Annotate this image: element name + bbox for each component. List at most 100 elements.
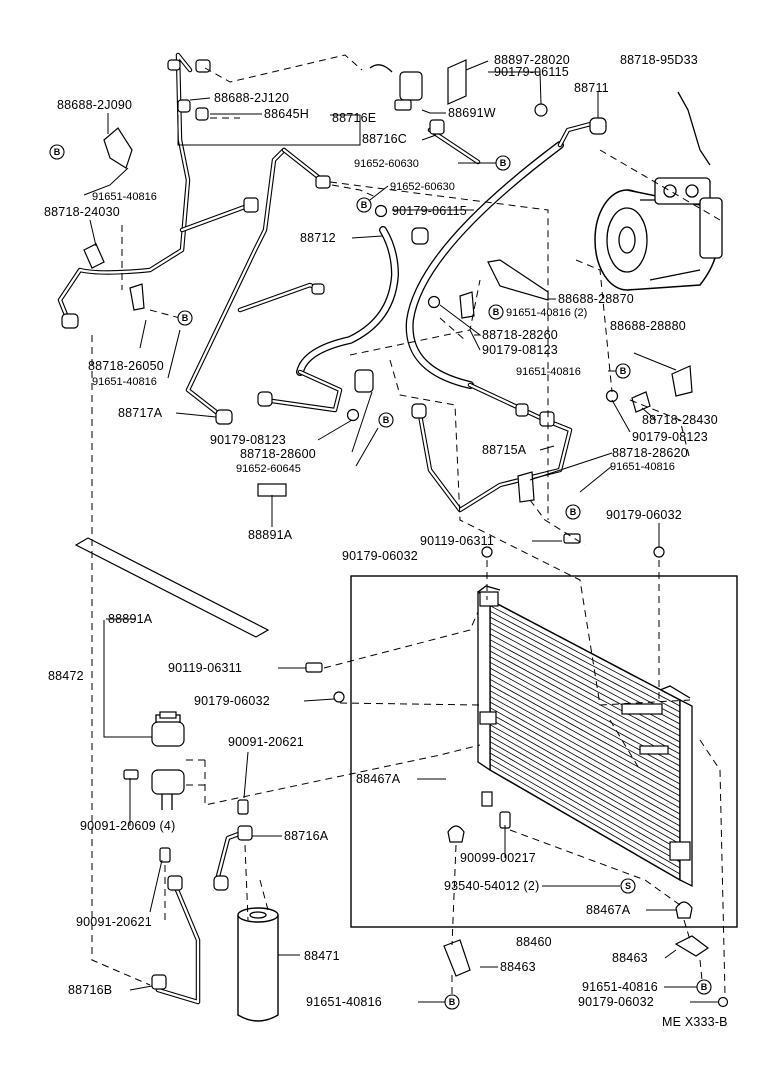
label-88891A-a: 88891A <box>248 528 293 542</box>
label-90119-06311-a: 90119-06311 <box>420 534 494 548</box>
condenser-fin <box>489 712 681 821</box>
label-88467A-a: 88467A <box>356 772 401 786</box>
label-90179-06032-c: 90179-06032 <box>194 694 270 708</box>
condenser-fin <box>489 616 681 719</box>
label-91651-40816: 91651-40816 <box>92 191 157 203</box>
label-88718-24030: 88718-24030 <box>44 205 120 219</box>
label-88718-28260: 88718-28260 <box>482 328 558 342</box>
label-91651-40816-c: 91651-40816 <box>516 366 581 378</box>
svg-text:B: B <box>701 982 708 992</box>
label-90179-08123-b: 90179-08123 <box>632 430 708 444</box>
bolt-marker: B <box>356 197 372 213</box>
svg-text:B: B <box>449 997 456 1007</box>
label-90179-06032-a: 90179-06032 <box>342 549 418 563</box>
svg-text:S: S <box>625 881 631 891</box>
label-88718-95D33: 88718-95D33 <box>620 53 698 67</box>
label-88463-b: 88463 <box>612 951 648 965</box>
label-88891A-b: 88891A <box>108 612 153 626</box>
condenser-fin <box>489 684 681 791</box>
label-88712: 88712 <box>300 231 336 245</box>
condenser-fin <box>489 667 681 773</box>
receiver-bracket <box>151 711 185 810</box>
condenser-fin <box>489 735 681 845</box>
label-88472: 88472 <box>48 669 84 683</box>
condenser-fin <box>489 746 681 857</box>
label-91652-60630-a: 91652-60630 <box>354 158 419 170</box>
label-90179-06032-b: 90179-06032 <box>606 508 682 522</box>
label-88691W: 88691W <box>448 106 496 120</box>
label-88688-2J120: 88688-2J120 <box>214 91 289 105</box>
label-91651-40816-2: 91651-40816 (2) <box>506 307 587 319</box>
condenser-fin <box>489 650 681 755</box>
bolt-marker: B <box>378 412 394 428</box>
condenser-fin <box>489 639 681 743</box>
compressor <box>594 177 723 291</box>
svg-text:B: B <box>570 507 577 517</box>
label-88716A: 88716A <box>284 829 329 843</box>
svg-text:B: B <box>182 313 189 323</box>
part-labels: 88688-2J090 91651-40816 88718-24030 8868… <box>44 53 728 1029</box>
condenser-assembly-frame <box>350 575 738 928</box>
label-90179-06032-d: 90179-06032 <box>578 995 654 1009</box>
seal-strip-88891A-large <box>74 537 270 638</box>
condenser-fin <box>489 741 681 851</box>
label-93540-54012-2: 93540-54012 (2) <box>444 879 539 893</box>
hoses <box>296 141 564 389</box>
label-90179-08123-c: 90179-08123 <box>210 433 286 447</box>
bolt-marker: B <box>565 504 581 520</box>
label-90091-20621-b: 90091-20621 <box>76 915 152 929</box>
label-88688-28870: 88688-28870 <box>558 292 634 306</box>
bolt-marker: B <box>495 155 511 171</box>
assembly-lines <box>91 54 726 996</box>
label-90119-06311-b: 90119-06311 <box>168 661 242 675</box>
label-88717A: 88717A <box>118 406 163 420</box>
condenser-fin <box>489 605 681 707</box>
condenser-core <box>477 585 693 888</box>
label-88718-26050: 88718-26050 <box>88 359 164 373</box>
label-88460: 88460 <box>516 935 552 949</box>
bolt-marker: B <box>177 310 193 326</box>
condenser-fin <box>489 707 681 815</box>
condenser-fin <box>489 690 681 797</box>
label-88715A: 88715A <box>482 443 527 457</box>
label-88463-a: 88463 <box>500 960 536 974</box>
label-88718-28430: 88718-28430 <box>642 413 718 427</box>
label-90179-06115-b: 90179-06115 <box>392 204 467 218</box>
svg-text:B: B <box>620 366 627 376</box>
condenser-fin <box>489 633 681 737</box>
condenser-fin <box>489 758 681 869</box>
label-88467A-b: 88467A <box>586 903 631 917</box>
condenser-fin <box>489 656 681 761</box>
label-88471: 88471 <box>304 949 340 963</box>
label-88718-28620: 88718-28620 <box>612 446 688 460</box>
condenser-fin <box>489 724 681 833</box>
label-90091-20621-a: 90091-20621 <box>228 735 304 749</box>
fasteners <box>123 103 729 1008</box>
condenser-fin <box>489 644 681 749</box>
label-91652-60645: 91652-60645 <box>236 463 301 475</box>
label-88711: 88711 <box>574 81 609 95</box>
label-88718-28600: 88718-28600 <box>240 447 316 461</box>
label-91651-40816-e: 91651-40816 <box>306 995 382 1009</box>
label-91651-40816-b: 91651-40816 <box>92 376 157 388</box>
leader-lines <box>83 60 718 1003</box>
receiver-drier <box>237 907 279 1022</box>
label-88688-28880: 88688-28880 <box>610 319 686 333</box>
label-88716B: 88716B <box>68 983 112 997</box>
label-88645H: 88645H <box>264 107 309 121</box>
label-91651-40816-d: 91651-40816 <box>610 461 675 473</box>
bolt-marker: B <box>444 994 460 1010</box>
condenser-fin <box>489 610 681 713</box>
bolt-marker: B <box>615 363 631 379</box>
condenser-fin <box>489 752 681 863</box>
bolt-marker: B <box>49 144 65 160</box>
bolt-marker: B <box>696 979 712 995</box>
label-91652-60630-b: 91652-60630 <box>390 181 455 193</box>
label-90099-00217: 90099-00217 <box>460 851 536 865</box>
condenser-fin <box>489 763 681 875</box>
label-88897-28020: 88897-28020 <box>494 53 570 67</box>
svg-text:B: B <box>54 147 61 157</box>
label-88716E: 88716E <box>332 111 376 125</box>
condenser-fin <box>489 729 681 839</box>
